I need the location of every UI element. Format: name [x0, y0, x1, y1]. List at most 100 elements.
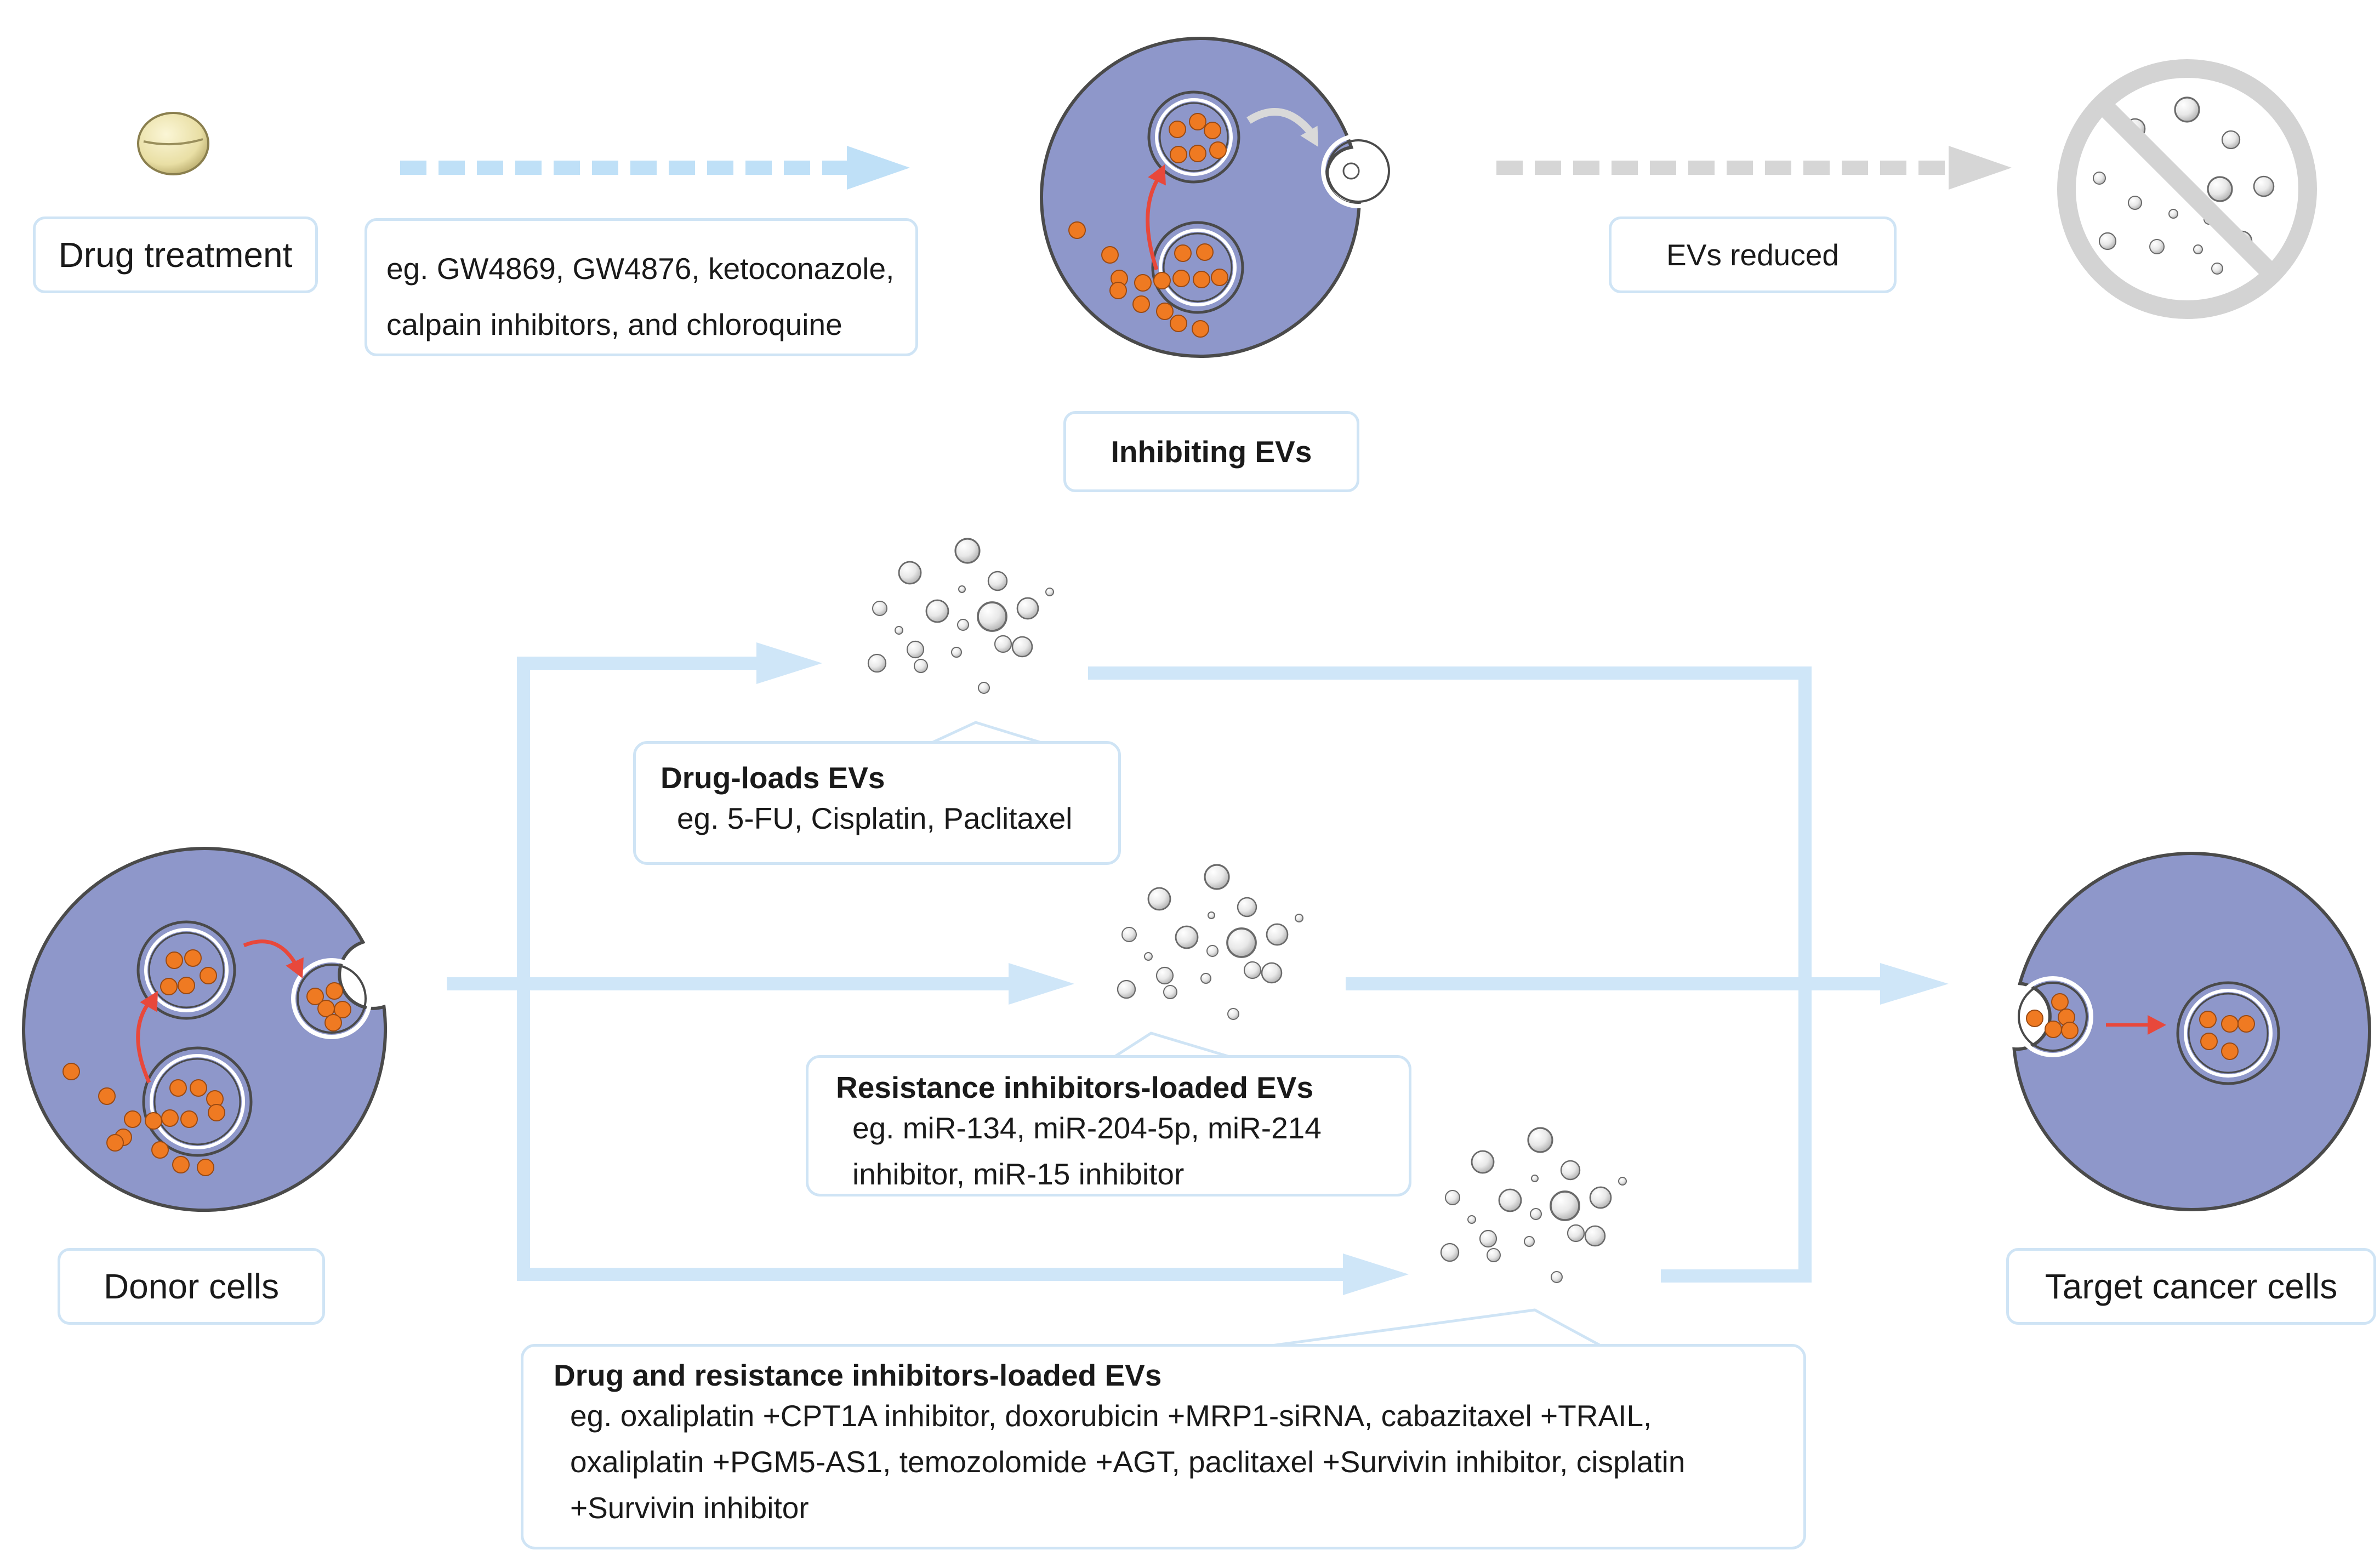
cargo-dot	[197, 1159, 214, 1176]
cargo-dot	[1193, 271, 1210, 288]
cargo-dot	[326, 982, 343, 1000]
ev-bubble-icon	[1584, 1225, 1606, 1247]
ev-bubble-icon	[2207, 176, 2233, 202]
cargo-dot	[2061, 1022, 2079, 1039]
ev-bubble-icon	[957, 619, 969, 631]
cargo-dot	[1196, 243, 1214, 261]
combined-evs-title: Drug and resistance inhibitors-loaded EV…	[554, 1358, 1162, 1392]
ev-bubble-icon	[1227, 1008, 1239, 1020]
cargo-dot	[1101, 246, 1119, 264]
cargo-dot	[2026, 1010, 2043, 1027]
ev-bubble-icon	[1045, 588, 1054, 596]
cargo-dot	[169, 1079, 187, 1097]
mvb-membrane	[2184, 989, 2273, 1078]
cargo-dot	[200, 967, 217, 984]
cargo-dot	[1132, 295, 1150, 313]
ev-bubble-icon	[1618, 1177, 1627, 1186]
cargo-dot	[324, 1014, 342, 1032]
ev-bubble-icon	[1527, 1127, 1553, 1153]
cargo-dot	[1153, 272, 1171, 289]
arrowhead	[1300, 126, 1318, 147]
resistance-evs-title: Resistance inhibitors-loaded EVs	[836, 1070, 1314, 1104]
cargo-dot	[1170, 315, 1187, 332]
ev-bubble-icon	[1440, 1243, 1460, 1262]
ev-bubble-icon	[987, 571, 1008, 591]
cargo-dot	[1189, 145, 1206, 162]
ev-bubble-icon	[1342, 162, 1360, 180]
ev-bubble-icon	[1487, 1248, 1501, 1262]
donor-cell	[22, 847, 387, 1212]
ev-bubble-icon	[1261, 962, 1283, 984]
ev-bubble-icon	[1266, 923, 1289, 946]
ev-bubble-icon	[867, 653, 887, 673]
cargo-dot	[1174, 244, 1192, 262]
cargo-dot	[2199, 1011, 2217, 1028]
ev-bubble-icon	[1479, 1229, 1498, 1248]
resistance-evs-callout: Resistance inhibitors-loaded EVs eg. miR…	[806, 1055, 1411, 1196]
ev-cluster-combined	[1440, 1127, 1627, 1283]
ev-bubble-icon	[2168, 209, 2178, 219]
ev-bubble-icon	[895, 626, 903, 635]
cargo-dot	[1189, 113, 1206, 130]
cargo-dot	[2221, 1015, 2239, 1033]
ev-bubble-icon	[906, 640, 925, 659]
inhibitor-examples-line1: eg. GW4869, GW4876, ketoconazole,	[386, 252, 895, 286]
cargo-dot	[145, 1112, 162, 1130]
cargo-dot	[166, 951, 183, 969]
drug-loaded-evs-examples: eg. 5-FU, Cisplatin, Paclitaxel	[677, 801, 1073, 835]
target-cancer-cell	[2012, 852, 2371, 1211]
ev-bubble-icon	[925, 599, 949, 623]
ev-bubble-icon	[1011, 636, 1033, 658]
ev-bubble-icon	[977, 601, 1007, 632]
cargo-dot	[2221, 1042, 2239, 1060]
cargo-dot	[1169, 121, 1186, 138]
inhibiting-cell	[1040, 37, 1396, 358]
cargo-dot	[160, 978, 178, 995]
ev-cluster-resistance	[1117, 864, 1303, 1020]
callout-pointers	[931, 721, 1602, 1347]
budding-membrane	[1321, 134, 1396, 208]
cargo-dot	[161, 1109, 179, 1127]
ev-bubble-icon	[1567, 1224, 1585, 1243]
evs-reduced-label: EVs reduced	[1609, 216, 1897, 293]
target-cancer-cells-label: Target cancer cells	[2006, 1248, 2376, 1325]
arrowhead	[1148, 164, 1166, 186]
ev-bubble-icon	[1144, 952, 1153, 961]
ev-bubble-icon	[1016, 597, 1039, 620]
ev-bubble-icon	[872, 601, 887, 616]
ev-bubble-icon	[1531, 1175, 1539, 1182]
cargo-dot	[98, 1087, 116, 1105]
ev-bubble-icon	[1530, 1208, 1542, 1220]
combined-evs-line1: eg. oxaliplatin +CPT1A inhibitor, doxoru…	[570, 1399, 1652, 1433]
ev-bubble-icon	[1237, 897, 1257, 918]
uptake-membrane	[2012, 976, 2093, 1057]
ev-bubble-icon	[1117, 979, 1136, 999]
cargo-dot	[172, 1156, 190, 1173]
ev-bubble-icon	[1550, 1190, 1580, 1221]
cargo-dot	[208, 1104, 225, 1121]
ev-bubble-icon	[1445, 1190, 1460, 1205]
mvb-inner	[1163, 232, 1233, 303]
arrowhead	[286, 957, 304, 978]
ev-bubble-icon	[1524, 1236, 1535, 1247]
ev-bubble-icon	[2221, 130, 2241, 150]
gray-arrow	[1246, 108, 1313, 134]
ev-bubble-icon	[1121, 927, 1137, 942]
cargo-dot	[184, 949, 202, 967]
ev-bubble-icon	[1155, 966, 1174, 985]
cargo-dot	[1134, 274, 1152, 292]
combined-evs-line2: oxaliplatin +PGM5-AS1, temozolomide +AGT…	[570, 1445, 1686, 1479]
cargo-dot	[2200, 1033, 2218, 1050]
arrowhead	[2148, 1015, 2166, 1035]
mvb-inner	[1159, 102, 1229, 172]
drug-loaded-evs-title: Drug-loads EVs	[661, 761, 885, 795]
combined-evs-callout: Drug and resistance inhibitors-loaded EV…	[521, 1344, 1806, 1549]
ev-bubble-icon	[1560, 1160, 1581, 1181]
mvb-inner	[148, 932, 225, 1008]
cargo-dot	[1192, 320, 1209, 338]
combined-evs-line3: +Survivin inhibitor	[570, 1491, 809, 1525]
ev-bubble-icon	[898, 561, 922, 585]
arrowhead	[140, 991, 158, 1012]
ev-bubble-icon	[1204, 864, 1230, 890]
